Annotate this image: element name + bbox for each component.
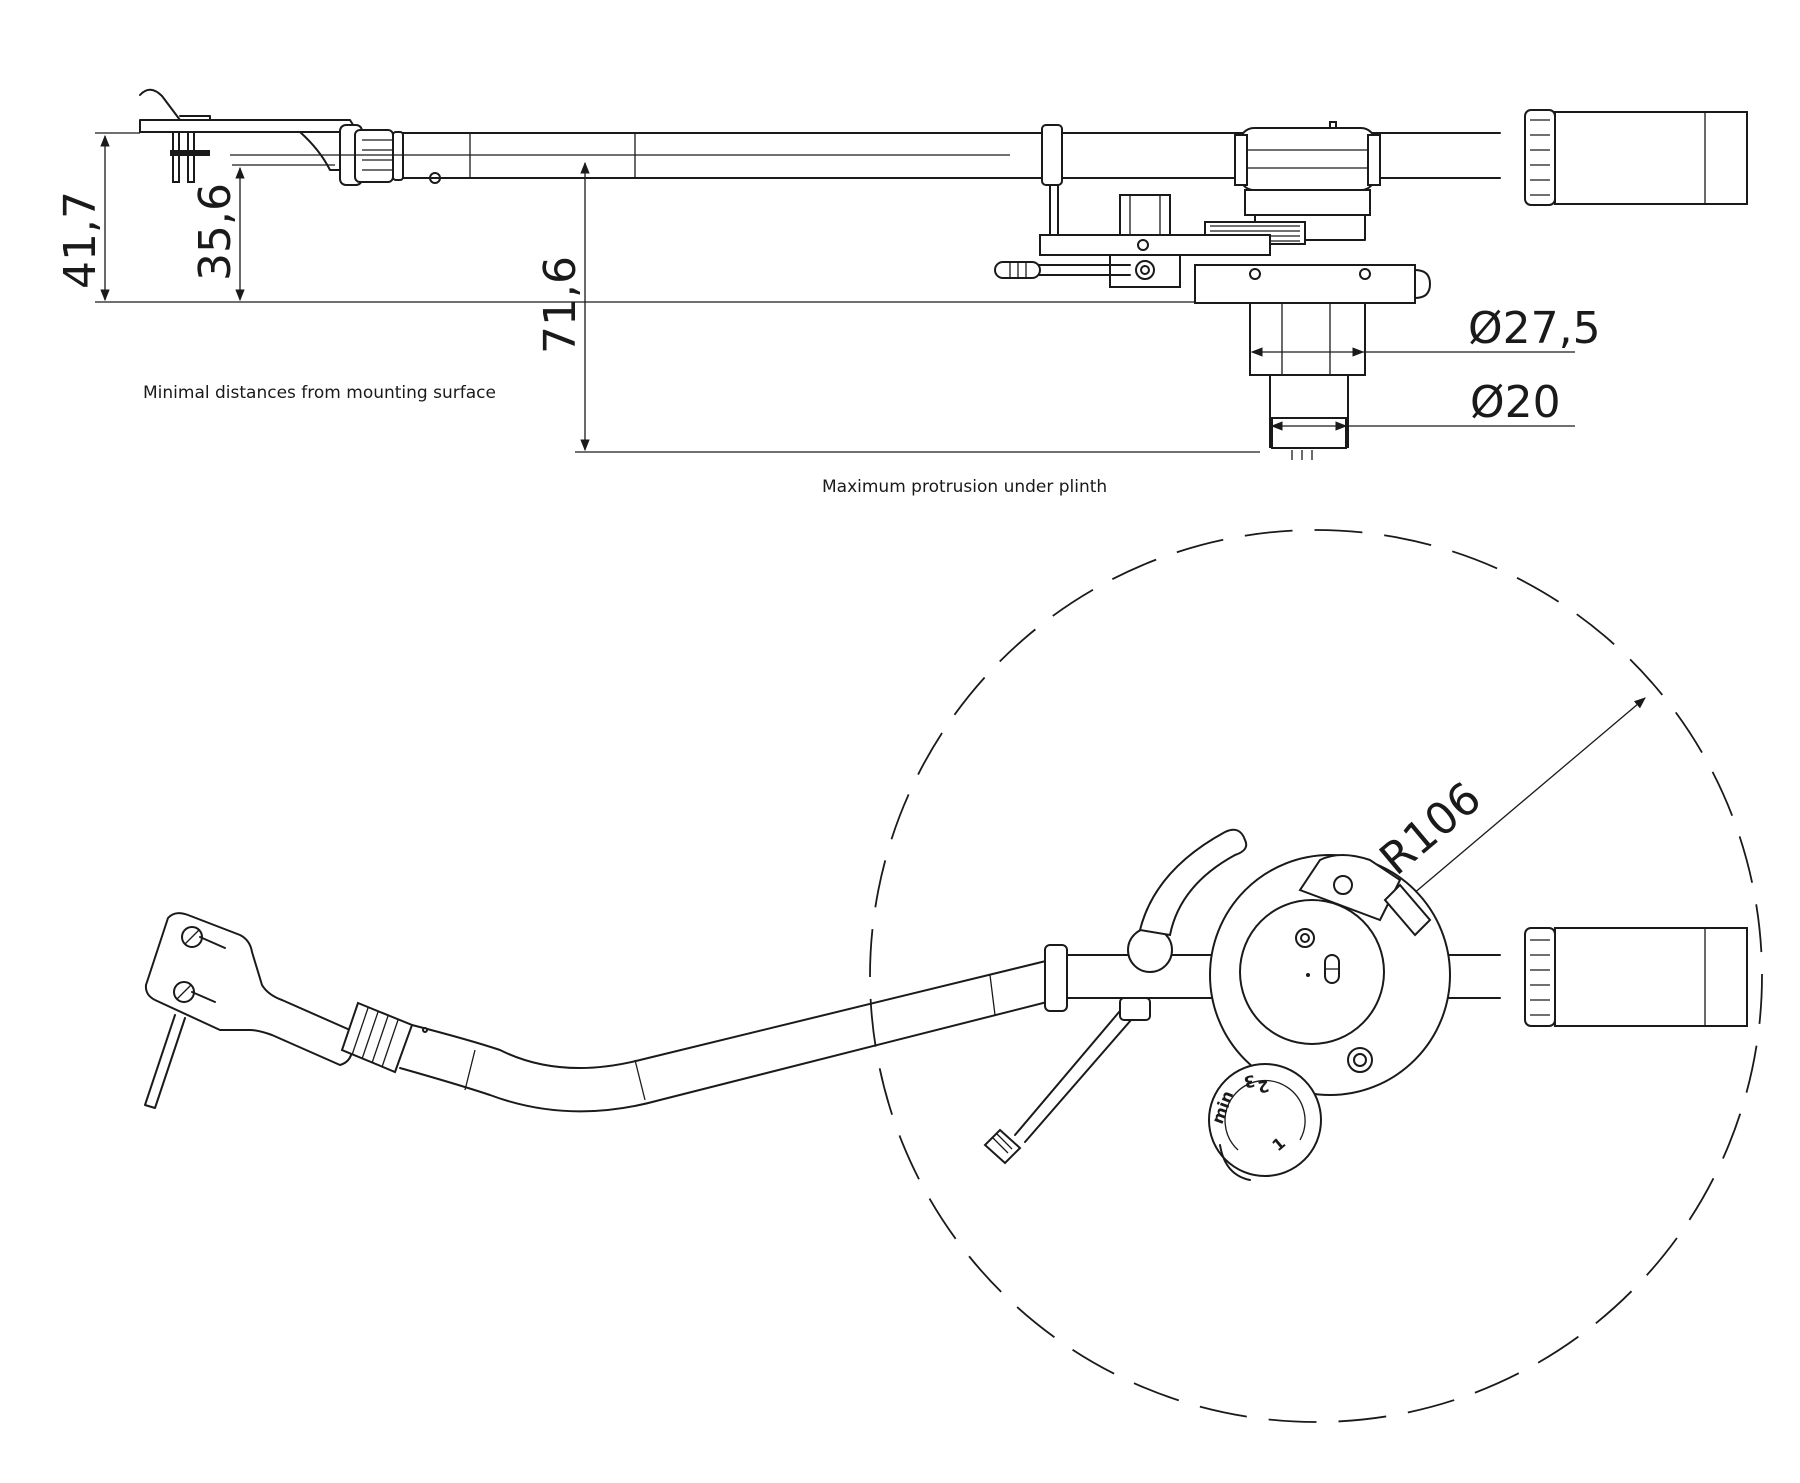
top-counterweight	[1524, 927, 1748, 1027]
note-min-distance: Minimal distances from mounting surface	[143, 383, 496, 403]
side-pivot	[994, 121, 1431, 460]
dial-mark-3: 3	[1242, 1071, 1256, 1092]
dim-dia-shaft: Ø20	[1470, 377, 1561, 428]
sweep-radius-circle	[869, 529, 1763, 1423]
top-headshell	[144, 912, 354, 1109]
side-dimensions	[95, 132, 1575, 452]
side-counterweight	[1524, 109, 1748, 206]
top-antiskate-dial: min 1 2 3	[1208, 1063, 1322, 1181]
top-collar	[340, 1001, 414, 1074]
top-pivot	[983, 828, 1451, 1165]
dim-protrusion: 71,6	[535, 256, 586, 354]
dial-mark-2: 2	[1256, 1076, 1270, 1097]
dim-dia-base: Ø27,5	[1468, 303, 1601, 354]
dim-height-total: 41,7	[55, 191, 106, 289]
note-max-protrusion: Maximum protrusion under plinth	[822, 477, 1107, 497]
dim-radius: R106	[1370, 773, 1491, 886]
dim-height-arm: 35,6	[190, 183, 241, 281]
side-headshell	[139, 88, 356, 183]
side-view: 41,7 35,6 71,6 Ø27,5 Ø20 Minimal distanc…	[55, 88, 1748, 497]
top-view: R106	[144, 529, 1763, 1423]
